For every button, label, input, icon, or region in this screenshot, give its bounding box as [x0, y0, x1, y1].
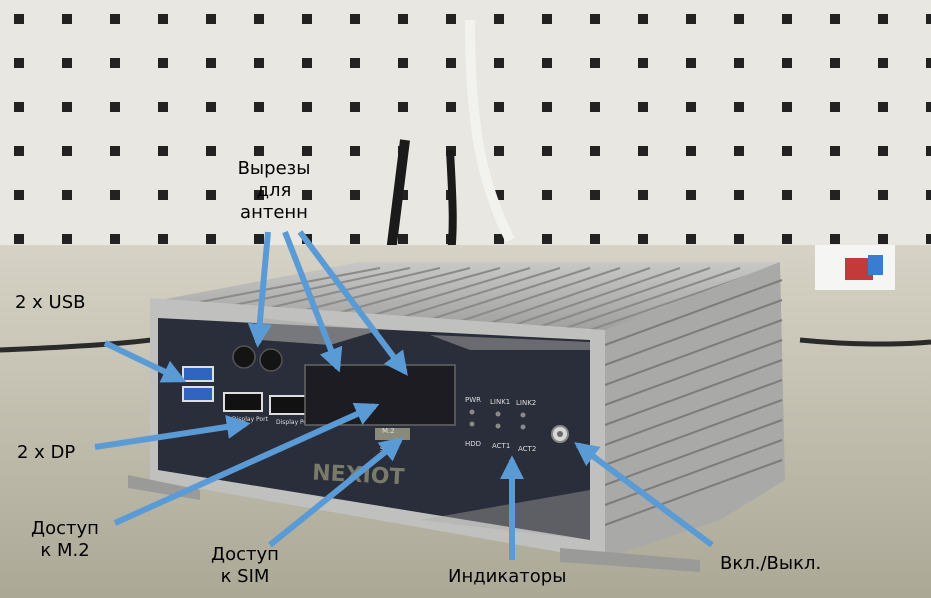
m2-sim-cover: [304, 364, 456, 426]
label-sim-line2: к SIM: [220, 566, 270, 587]
indicator-leds: [469, 409, 526, 430]
m2-text: M.2: [382, 427, 395, 435]
link1-text: LINK1: [490, 398, 510, 406]
heatsink-fins: [199, 267, 771, 331]
label-m2-line2: к M.2: [40, 540, 90, 561]
act1-text: ACT1: [492, 442, 510, 450]
cable-white: [465, 19, 515, 243]
hdd-text: HDD: [465, 440, 481, 448]
label-antenna-line2: для: [256, 180, 292, 201]
label-sim-line1: Доступ: [211, 544, 279, 565]
label-m2-access: Доступ к M.2: [20, 518, 110, 562]
usb-ports: [182, 366, 214, 402]
label-antenna-cutouts: Вырезы для антенн: [224, 158, 324, 224]
act2-text: ACT2: [518, 445, 536, 453]
front-panel: [158, 318, 590, 540]
dp2-text: Display Port: [276, 419, 313, 426]
table-cable-right: [799, 337, 931, 347]
base-plate-right: [560, 548, 700, 572]
pwr-text: PWR: [465, 396, 481, 404]
dp1-text: Display Port: [232, 416, 269, 423]
label-antenna-line3: антенн: [240, 202, 308, 223]
label-sim-access: Доступ к SIM: [200, 544, 290, 588]
link2-text: LINK2: [516, 399, 536, 407]
label-m2-line1: Доступ: [31, 518, 99, 539]
label-indicators: Индикаторы: [448, 566, 567, 587]
label-antenna-line1: Вырезы: [237, 158, 311, 179]
label-usb: 2 x USB: [15, 292, 86, 313]
label-power: Вкл./Выкл.: [720, 553, 822, 574]
cable-black-2: [446, 149, 457, 261]
label-dp: 2 x DP: [17, 442, 76, 463]
annotation-arrows: [94, 230, 714, 560]
